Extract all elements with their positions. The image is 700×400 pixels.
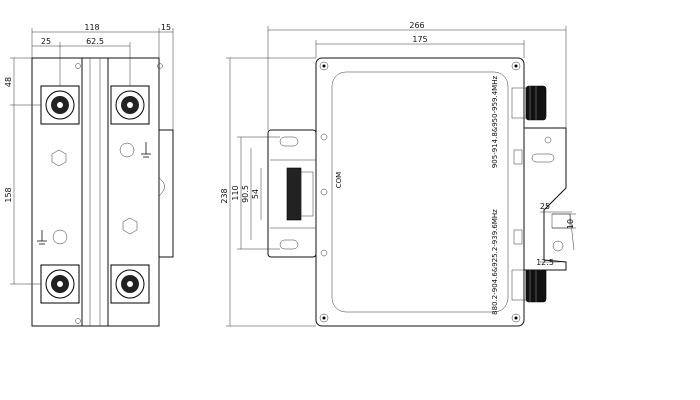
front-corner-screws [319,61,521,323]
band-lower-label: 880.2-904.6&925.2-939.6MHz [491,209,499,315]
front-side-port [513,149,523,165]
side-port-top-left [40,85,80,125]
side-port-bottom-left [40,264,80,304]
dim-front-hole-dia: 12.5 [536,258,554,267]
front-side-port [513,229,523,245]
dim-side-pitch: 62.5 [86,37,104,46]
dim-front-inner-width: 175 [412,35,427,44]
front-cover-outline [331,71,509,313]
band-upper-label: 905-914.8&950-959.4MHz [491,76,499,169]
dim-front-tab-thk: 10 [566,219,575,229]
side-hex-boss [122,217,138,235]
side-port-bottom-right [110,264,150,304]
side-view [10,28,174,327]
front-right-bracket [523,127,576,271]
com-label: COM [335,172,343,188]
dim-side-top-offset: 48 [4,77,13,87]
dim-side-port-pitch: 158 [4,187,13,202]
dim-front-tab-width: 25 [540,202,550,211]
ground-icon [37,229,68,245]
dim-front-height: 238 [220,188,229,203]
dim-side-flange: 15 [161,23,171,32]
dim-side-offset: 25 [41,37,51,46]
front-mount-bracket [267,129,317,258]
dim-side-total-width: 118 [84,23,99,32]
front-com-connector [286,167,302,221]
ground-icon [119,142,151,158]
front-port-top [511,85,547,121]
dim-front-total-width: 266 [409,21,424,30]
front-view [226,26,576,327]
side-flange [158,129,174,258]
side-port-top-right [110,85,150,125]
side-center-panel [81,57,109,327]
dim-front-mount-inner: 54 [251,189,260,199]
side-hex-boss [51,149,67,167]
dim-front-mount-mid: 90.5 [241,185,250,203]
dim-front-mount-outer: 110 [231,185,240,200]
